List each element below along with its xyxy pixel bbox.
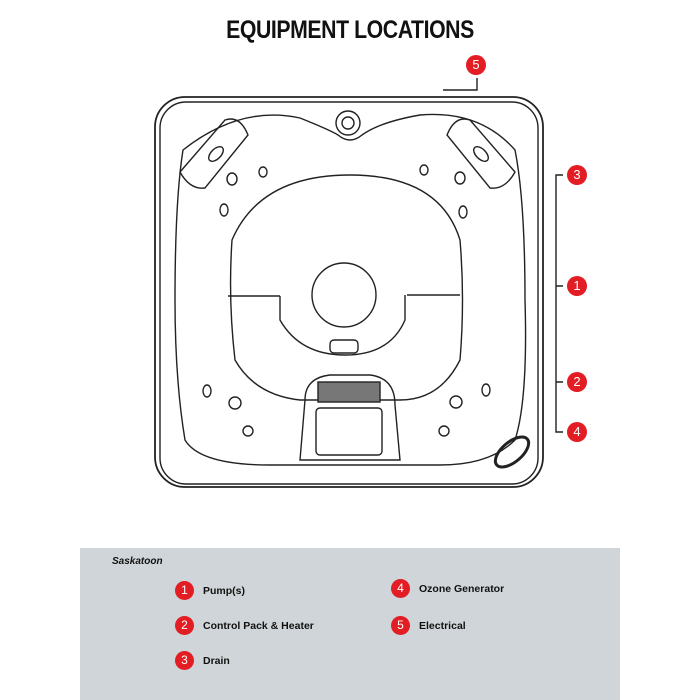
tub-inner-rim	[159, 101, 539, 485]
top-control-valve-inner	[341, 116, 355, 130]
filter-step	[299, 374, 401, 461]
headrest-right	[446, 118, 516, 189]
jets	[202, 164, 491, 437]
legend-item: 1 Pump(s)	[175, 581, 245, 600]
headrest-left	[179, 118, 249, 189]
tub-interior	[174, 113, 527, 466]
center-jet-cover	[329, 339, 359, 354]
marker-pump: 1	[567, 276, 587, 296]
legend-item: 5 Electrical	[391, 616, 466, 635]
hot-tub-diagram	[154, 78, 563, 488]
tub-outer-shell	[154, 96, 544, 488]
cooldown-seat	[279, 295, 406, 356]
page-title: EQUIPMENT LOCATIONS	[226, 16, 474, 44]
center-seat	[229, 174, 464, 401]
marker-ozone: 4	[567, 422, 587, 442]
number-badge: 5	[391, 616, 410, 635]
center-console	[311, 262, 377, 328]
legend-item: 4 Ozone Generator	[391, 579, 504, 598]
pillow-slot-left	[208, 146, 224, 162]
top-control-valve	[335, 110, 361, 136]
skimmer	[315, 407, 383, 456]
legend-item: 2 Control Pack & Heater	[175, 616, 314, 635]
seat-divider	[228, 294, 460, 297]
legend-item: 3 Drain	[175, 651, 230, 670]
electrical-leader-line	[443, 78, 478, 91]
cup-holder	[493, 435, 531, 469]
number-badge: 1	[175, 581, 194, 600]
legend-label: Control Pack & Heater	[203, 619, 314, 632]
number-badge: 2	[175, 616, 194, 635]
legend-label: Pump(s)	[203, 584, 245, 597]
marker-control-pack: 2	[567, 372, 587, 392]
marker-electrical: 5	[466, 55, 486, 75]
number-badge: 3	[175, 651, 194, 670]
legend-label: Drain	[203, 654, 230, 667]
equipment-bracket	[555, 174, 563, 433]
number-badge: 4	[391, 579, 410, 598]
marker-drain: 3	[567, 165, 587, 185]
legend-label: Ozone Generator	[419, 582, 505, 595]
legend-panel: Saskatoon 1 Pump(s) 2 Control Pack & Hea…	[80, 548, 620, 700]
model-name: Saskatoon	[112, 556, 163, 567]
legend-label: Electrical	[419, 619, 466, 632]
filter-grate	[317, 381, 381, 403]
pillow-slot-right	[473, 146, 489, 162]
